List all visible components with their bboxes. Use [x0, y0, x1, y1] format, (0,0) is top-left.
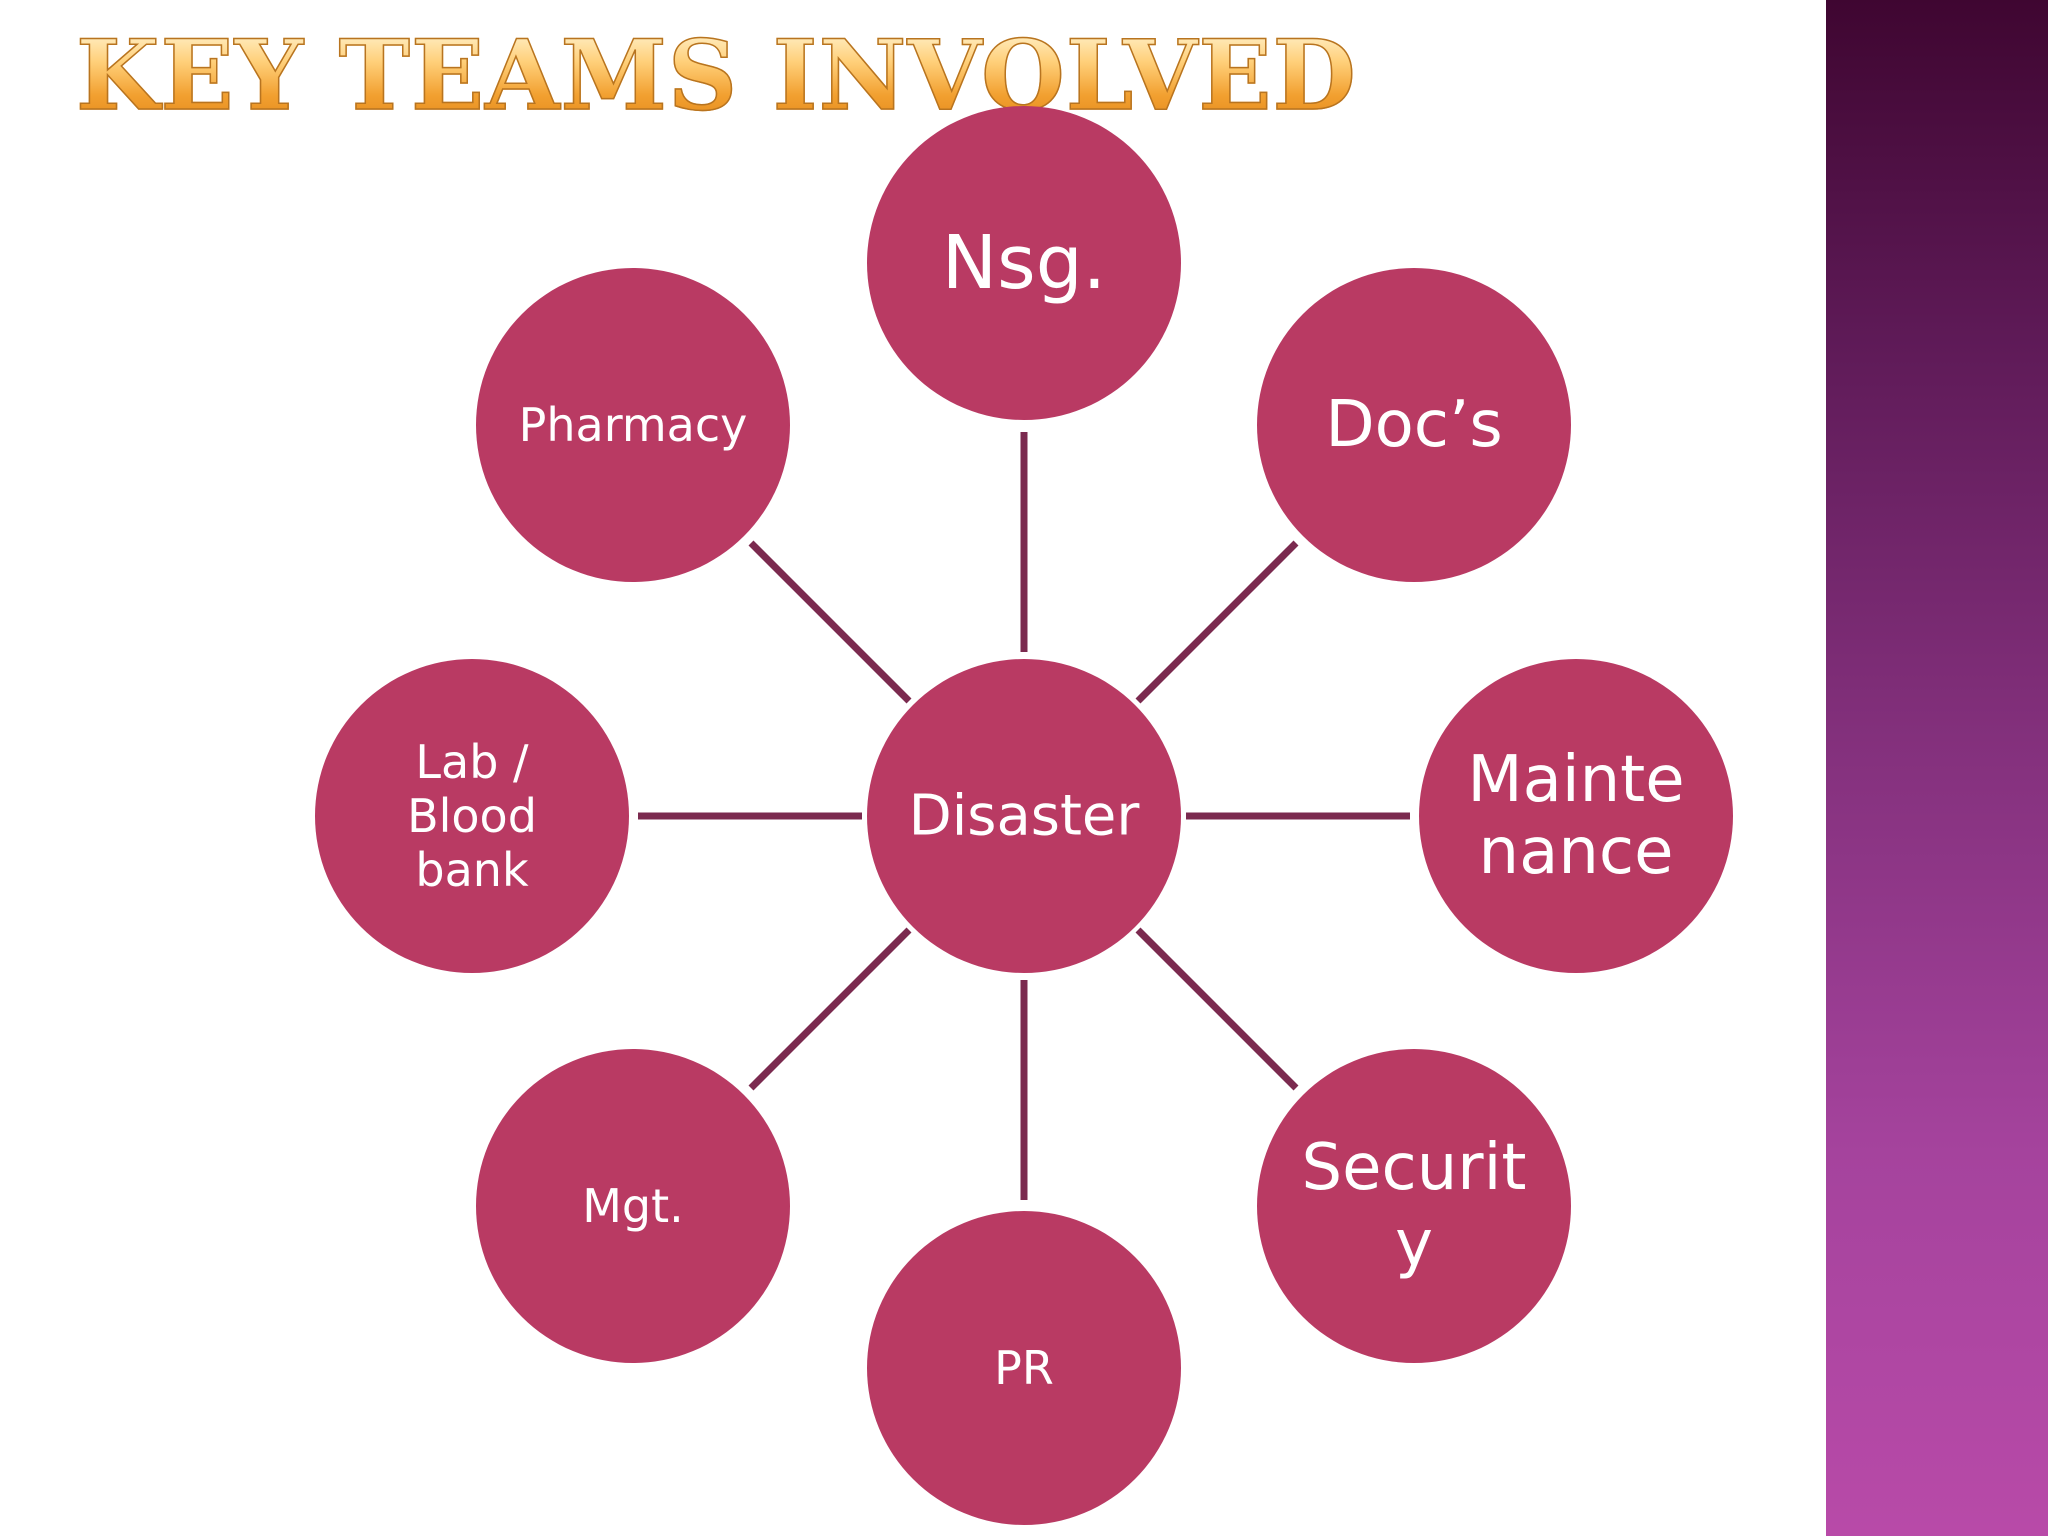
team-pr-circle — [867, 1211, 1181, 1525]
team-pharmacy-label: Pharmacy — [519, 398, 748, 452]
team-pharmacy-circle — [476, 268, 790, 582]
connector-docs — [1135, 540, 1299, 704]
team-maintenance-label: Mainte — [1467, 743, 1684, 817]
center-label: Disaster — [909, 784, 1141, 849]
team-lab-label: bank — [415, 843, 529, 897]
team-security-label: Securit — [1302, 1131, 1527, 1205]
team-nsg-node: Nsg. — [867, 106, 1181, 420]
decorative-side-band — [1826, 0, 2048, 1536]
team-docs-node: Doc’s — [1257, 268, 1571, 582]
team-nsg-label: Nsg. — [942, 220, 1106, 306]
team-lab-label: Blood — [407, 789, 537, 843]
connector-pharmacy — [748, 540, 912, 704]
team-lab-circle — [315, 659, 629, 973]
slide-title: KEY TEAMS INVOLVED — [75, 19, 1357, 132]
team-pr-label: PR — [994, 1341, 1054, 1395]
team-mgt-circle — [476, 1049, 790, 1363]
team-docs-label: Doc’s — [1325, 388, 1502, 462]
connector-security — [1135, 927, 1299, 1091]
team-security-label: y — [1395, 1207, 1433, 1281]
team-nsg-circle — [867, 106, 1181, 420]
connector-mgt — [748, 927, 912, 1091]
team-pharmacy-node: Pharmacy — [476, 268, 790, 582]
team-pr-node: PR — [867, 1211, 1181, 1525]
team-maintenance-label: nance — [1479, 815, 1674, 889]
team-docs-circle — [1257, 268, 1571, 582]
team-security-circle — [1257, 1049, 1571, 1363]
team-maintenance-circle — [1419, 659, 1733, 973]
team-mgt-label: Mgt. — [582, 1179, 684, 1233]
team-mgt-node: Mgt. — [476, 1049, 790, 1363]
connectors — [638, 432, 1410, 1200]
team-lab-label: Lab / — [415, 735, 529, 789]
center-circle — [867, 659, 1181, 973]
center-node: Disaster — [867, 659, 1181, 973]
